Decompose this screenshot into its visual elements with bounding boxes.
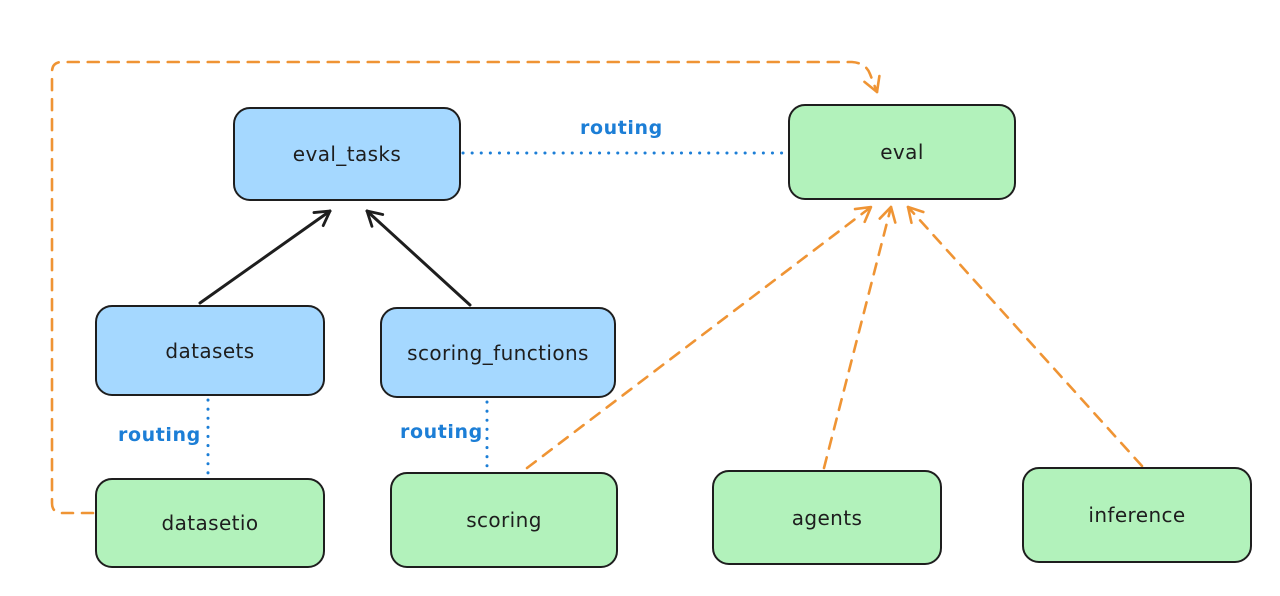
- node-eval-tasks-label: eval_tasks: [292, 142, 402, 166]
- node-datasetio: datasetio: [95, 478, 325, 568]
- edge-label-routing-scoring-functions-scoring: routing: [400, 421, 483, 443]
- edge-inference-to-eval: [906, 205, 1144, 468]
- node-datasetio-label: datasetio: [161, 511, 259, 535]
- edge-label-routing-datasets-datasetio: routing: [118, 424, 201, 446]
- node-scoring-label: scoring: [466, 508, 542, 532]
- node-eval-label: eval: [880, 140, 924, 164]
- node-scoring-functions-label: scoring_functions: [407, 340, 589, 365]
- node-inference-label: inference: [1088, 503, 1186, 527]
- edge-agents-to-eval: [822, 205, 897, 470]
- edge-scoring-functions-to-eval-tasks: [365, 209, 472, 307]
- node-agents-label: agents: [791, 505, 863, 530]
- node-datasets-label: datasets: [165, 338, 255, 363]
- node-datasets: datasets: [95, 305, 325, 396]
- edge-datasets-to-eval-tasks: [198, 209, 332, 305]
- node-eval-tasks: eval_tasks: [233, 107, 461, 201]
- node-scoring: scoring: [390, 472, 618, 568]
- edge-label-routing-eval-tasks-eval: routing: [580, 117, 663, 139]
- node-agents: agents: [712, 470, 942, 565]
- node-scoring-functions: scoring_functions: [380, 307, 616, 398]
- node-eval: eval: [788, 104, 1016, 200]
- node-inference: inference: [1022, 467, 1252, 563]
